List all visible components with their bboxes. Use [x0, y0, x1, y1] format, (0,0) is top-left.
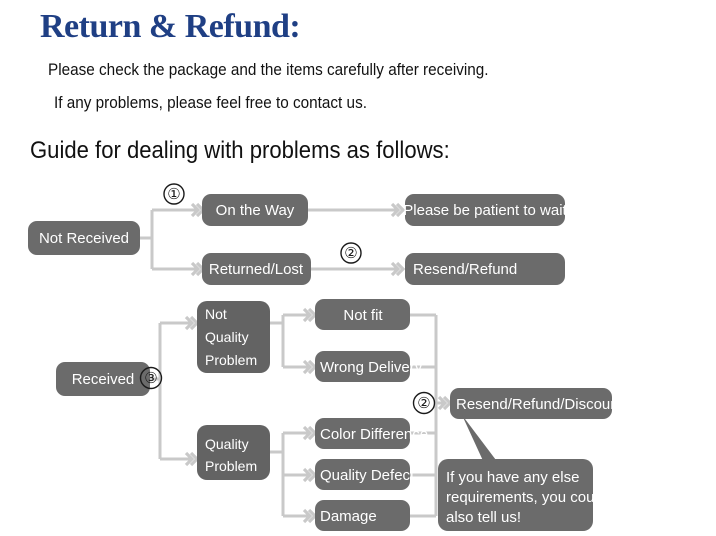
node-received: Received	[56, 362, 150, 396]
node-damage: Damage	[315, 500, 410, 531]
intro-line-1: Please check the package and the items c…	[48, 60, 489, 79]
node-label-line-2: Quality	[205, 329, 249, 345]
marker-label: ②	[344, 246, 357, 262]
marker-label: ③	[144, 371, 157, 387]
node-label: Returned/Lost	[209, 261, 304, 278]
connector-group-not-received	[140, 202, 405, 277]
node-label-line-3: Problem	[205, 352, 257, 368]
node-label: Wrong Delivery	[320, 359, 423, 376]
node-on-the-way: On the Way	[202, 194, 308, 226]
node-label: Not Received	[39, 230, 129, 247]
marker-2-bottom: ②	[412, 391, 436, 415]
intro-line-2: If any problems, please feel free to con…	[54, 93, 367, 112]
node-label: Color Difference	[320, 426, 428, 443]
node-returned-lost: Returned/Lost	[202, 253, 311, 285]
marker-label: ①	[167, 187, 180, 203]
node-not-fit: Not fit	[315, 299, 410, 330]
node-not-received: Not Received	[28, 221, 140, 255]
callout-bubble: If you have any else requirements, you c…	[438, 415, 606, 531]
node-label: Received	[72, 371, 135, 388]
callout-line-2: requirements, you could	[446, 489, 606, 506]
node-label-line-1: Quality	[205, 436, 249, 452]
node-label: Resend/Refund	[413, 261, 517, 278]
callout-line-3: also tell us!	[446, 509, 521, 526]
node-label-line-1: Not	[205, 306, 227, 322]
node-label: Not fit	[343, 307, 383, 324]
node-label: Please be patient to wait	[403, 202, 567, 219]
marker-2-top: ②	[340, 242, 362, 264]
marker-3: ③	[139, 366, 163, 390]
guide-heading: Guide for dealing with problems as follo…	[30, 137, 450, 164]
node-color-difference: Color Difference	[315, 418, 428, 449]
node-wrong-delivery: Wrong Delivery	[315, 351, 423, 382]
node-not-quality-problem: Not Quality Problem	[197, 301, 270, 373]
node-quality-problem: Quality Problem	[197, 425, 270, 480]
node-label-line-2: Problem	[205, 458, 257, 474]
node-label: On the Way	[216, 202, 295, 219]
node-quality-defect: Quality Defect	[315, 459, 415, 490]
connector-group-received	[150, 307, 452, 524]
node-resend-refund: Resend/Refund	[405, 253, 565, 285]
node-please-be-patient-to-wait: Please be patient to wait	[403, 194, 568, 226]
node-resend-refund-discount: Resend/Refund/Discount	[450, 388, 624, 419]
node-label: Resend/Refund/Discount	[456, 396, 624, 413]
node-label: Damage	[320, 508, 377, 525]
marker-label: ②	[417, 396, 430, 412]
marker-1: ①	[163, 183, 185, 205]
page-title: Return & Refund:	[40, 8, 301, 45]
node-label: Quality Defect	[320, 467, 415, 484]
callout-line-1: If you have any else	[446, 469, 579, 486]
